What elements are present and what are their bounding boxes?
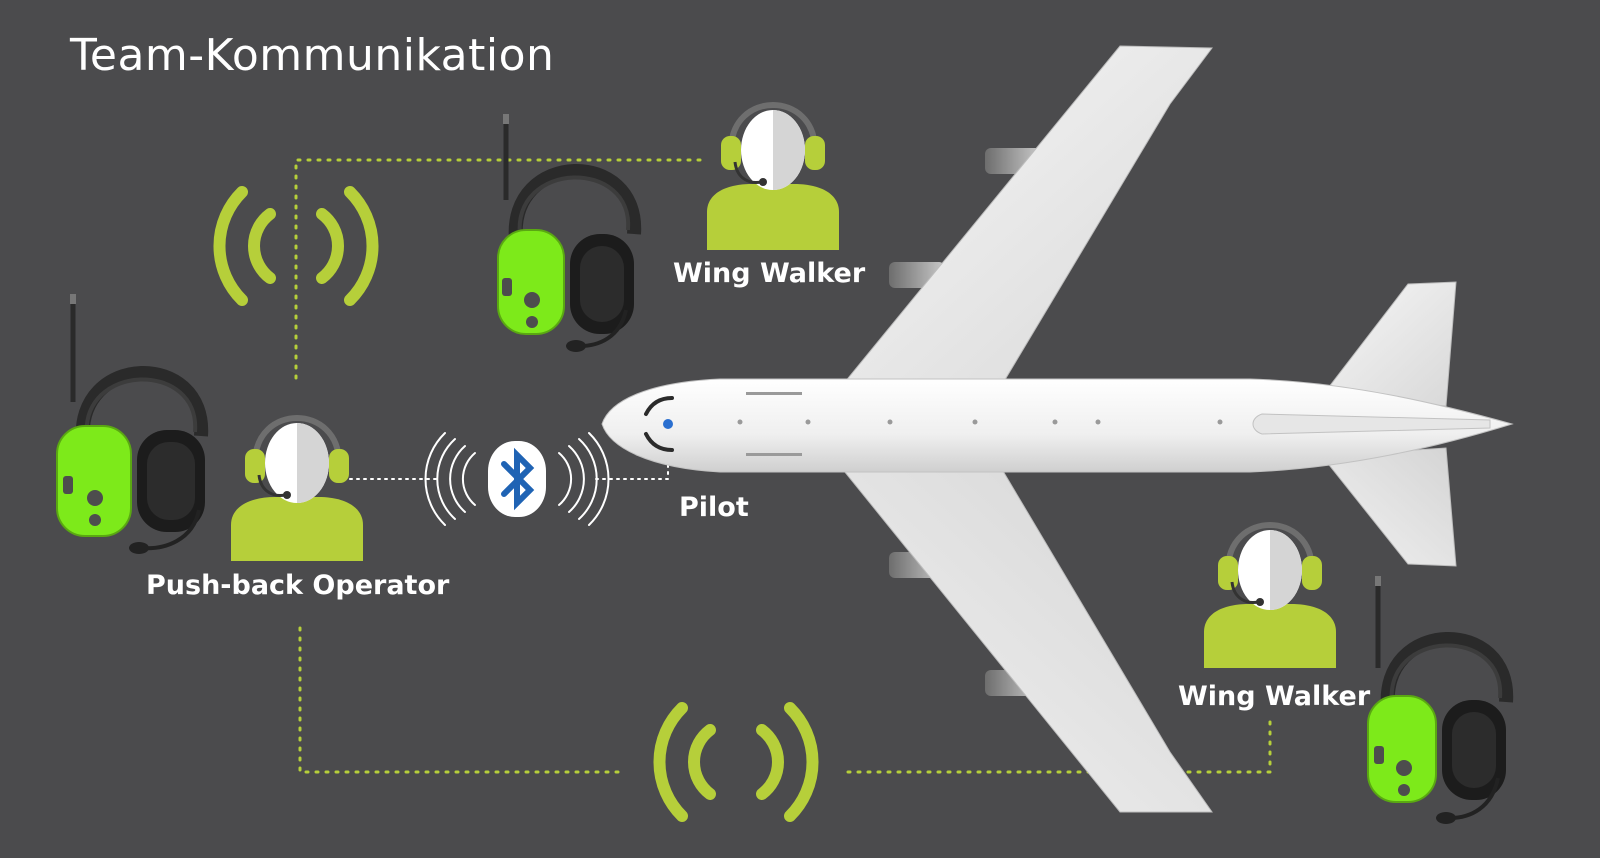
bluetooth-icon xyxy=(424,432,610,526)
radio-waves-icon xyxy=(213,186,379,306)
tail-fin xyxy=(1252,413,1491,435)
cabin-windows xyxy=(737,392,1223,456)
person-push-back-operator-icon xyxy=(231,415,363,561)
wing-bottom xyxy=(838,465,1213,813)
headset-device-icon xyxy=(1367,576,1514,824)
diagram-title: Team-Kommunikation xyxy=(70,30,555,81)
wing-top xyxy=(838,45,1213,389)
cockpit-windows xyxy=(644,396,674,452)
link-operator-to-wing-walker-bottom-right xyxy=(846,716,1272,774)
headset-device-icon xyxy=(56,294,209,554)
link-operator-to-wing-walker-top xyxy=(294,158,710,380)
person-wing-walker-top-icon xyxy=(707,102,839,250)
fuselage xyxy=(601,378,1514,473)
airplane xyxy=(601,45,1514,813)
node-label-push-back-operator: Push-back Operator xyxy=(146,570,450,601)
connector-lines xyxy=(294,158,1272,774)
stabilizer-bottom xyxy=(1321,447,1457,567)
node-label-wing-walker-top: Wing Walker xyxy=(673,258,866,289)
node-label-pilot: Pilot xyxy=(679,492,749,523)
node-label-wing-walker-bottom: Wing Walker xyxy=(1178,681,1371,712)
headset-device-icon xyxy=(497,114,642,352)
person-wing-walker-bottom-icon xyxy=(1204,522,1336,668)
radio-waves-icon xyxy=(653,702,819,822)
cockpit-dot xyxy=(663,419,673,429)
link-operator-to-wing-walker-bottom-left xyxy=(298,626,624,774)
